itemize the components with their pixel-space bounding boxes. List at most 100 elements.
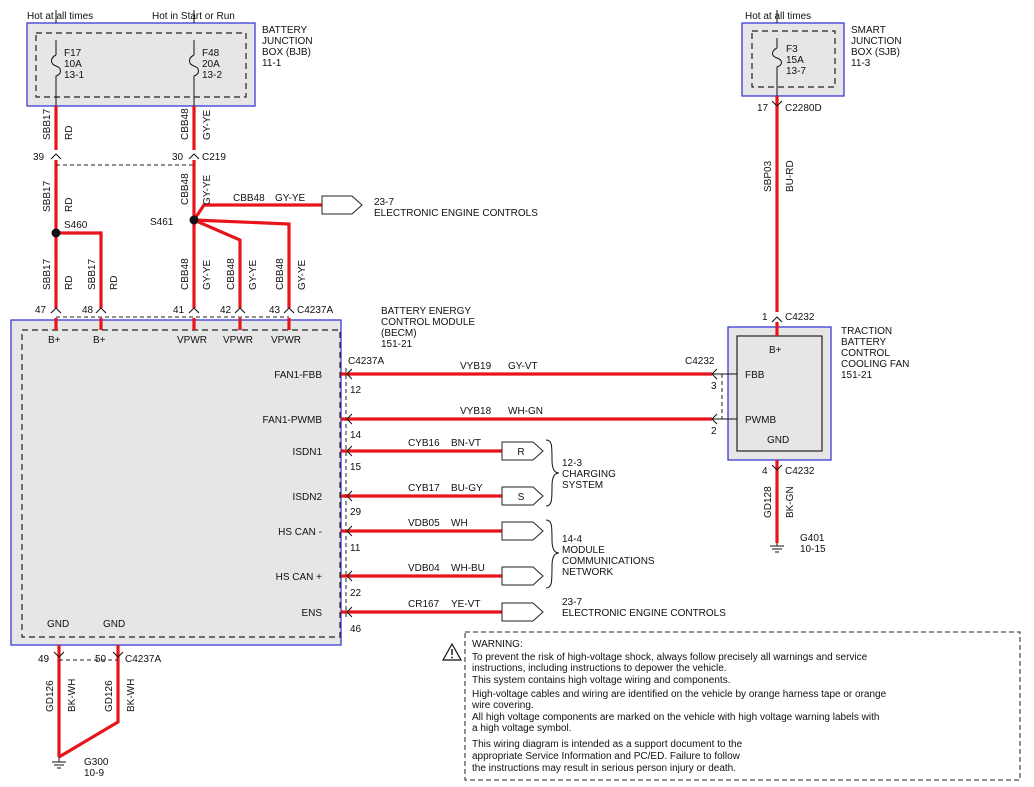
- fuse-f3-icon: [772, 38, 782, 96]
- connector-c2280d-label: C2280D: [785, 103, 822, 114]
- pin-12: 12: [350, 385, 362, 396]
- label-gyye-4: GY-YE: [248, 259, 259, 290]
- pin-43: 43: [269, 305, 281, 316]
- offpage-connectors: [501, 441, 544, 622]
- charging-label-2: SYSTEM: [562, 480, 603, 491]
- fan-pin-bplus: B+: [769, 345, 782, 356]
- becm-pin-hs-can-plus: HS CAN +: [276, 572, 323, 583]
- splice-s461-label: S461: [150, 217, 174, 228]
- warning-box: [441, 631, 1021, 781]
- offpage-tag-s: S: [518, 492, 525, 503]
- bjb-name-2: JUNCTION: [262, 36, 313, 47]
- bjb-name-3: BOX (BJB): [262, 47, 311, 58]
- becm-pin-fan1-fbb: FAN1-FBB: [274, 370, 322, 381]
- becm-name-1: BATTERY ENERGY: [381, 306, 471, 317]
- fan-ref: 151-21: [841, 370, 873, 381]
- sjb-name-3: BOX (SJB): [851, 47, 900, 58]
- connector-c2280d-pin17-icon: [771, 100, 783, 107]
- network-label-1: MODULE: [562, 545, 605, 556]
- connector-c4232-top-label: C4232: [785, 312, 815, 323]
- eec-branch-color: GY-YE: [275, 193, 306, 204]
- signal-vdb04-color: WH-BU: [451, 563, 485, 574]
- offpage-tag-r: R: [517, 447, 524, 458]
- pin-47: 47: [35, 305, 47, 316]
- warning-line-8: This wiring diagram is intended as a sup…: [472, 739, 743, 750]
- label-cbb48-3: CBB48: [180, 258, 191, 290]
- charging-ref: 12-3: [562, 458, 582, 469]
- pin-4: 4: [762, 466, 768, 477]
- pin-48: 48: [82, 305, 94, 316]
- becm-pin-gnd-2: GND: [103, 619, 125, 630]
- becm-pin-fan1-pwmb: FAN1-PWMB: [263, 415, 323, 426]
- pin-22: 22: [350, 588, 362, 599]
- eec-branch-connector-icon: [321, 195, 363, 215]
- label-burd: BU-RD: [785, 160, 796, 192]
- label-gd126-2: GD126: [104, 680, 115, 712]
- signal-vyb18-circuit: VYB18: [460, 406, 492, 417]
- connector-c4232-pin1-icon: [771, 316, 783, 323]
- label-bkwh-2: BK-WH: [126, 679, 137, 712]
- label-cbb48-2: CBB48: [180, 173, 191, 205]
- signal-cyb16-color: BN-VT: [451, 438, 481, 449]
- pin-46: 46: [350, 624, 362, 635]
- becm-pin-isdn1: ISDN1: [293, 447, 323, 458]
- signal-cyb17-circuit: CYB17: [408, 483, 440, 494]
- pin-15: 15: [350, 462, 362, 473]
- connector-c4232-bottom-label: C4232: [785, 466, 815, 477]
- connector-c4237a-label: C4237A: [297, 305, 333, 316]
- fan-pin-gnd: GND: [767, 435, 789, 446]
- pin-50: 50: [95, 654, 107, 665]
- signal-vyb19-circuit: VYB19: [460, 361, 492, 372]
- fuse-f48-icon: [189, 40, 199, 106]
- becm-pin-gnd-1: GND: [47, 619, 69, 630]
- wire-cbb48-eec: [192, 203, 322, 221]
- wire-sbb17-48: [56, 231, 103, 308]
- label-gyye-1: GY-YE: [202, 109, 213, 140]
- signal-vdb04-circuit: VDB04: [408, 563, 440, 574]
- pin-30: 30: [172, 152, 184, 163]
- becm-name-3: (BECM): [381, 328, 417, 339]
- splice-s460-icon: [51, 228, 61, 238]
- sjb-hot-label: Hot at all times: [745, 11, 811, 22]
- becm-pin-hs-can-minus: HS CAN -: [278, 527, 322, 538]
- signal-vyb18-color: WH-GN: [508, 406, 543, 417]
- label-rd-2: RD: [64, 198, 75, 212]
- label-bkgn: BK-GN: [785, 486, 796, 518]
- pin-3: 3: [711, 381, 717, 392]
- signal-cyb16-circuit: CYB16: [408, 438, 440, 449]
- becm-ref: 151-21: [381, 339, 413, 350]
- network-label-2: COMMUNICATIONS: [562, 556, 655, 567]
- label-bkwh-1: BK-WH: [67, 679, 78, 712]
- warning-line-10: the instructions may result in serious p…: [472, 763, 736, 774]
- pin-14: 14: [350, 430, 362, 441]
- connector-c219-pin30-icon: [188, 153, 200, 160]
- becm-pin-vpwr-1: VPWR: [177, 335, 207, 346]
- sjb-name-1: SMART: [851, 25, 886, 36]
- label-sbb17-2: SBB17: [42, 180, 53, 212]
- cooling-fan-module: [727, 322, 832, 461]
- pin-49: 49: [38, 654, 50, 665]
- wire-gd126-50: [58, 645, 120, 759]
- label-gyye-5: GY-YE: [297, 259, 308, 290]
- becm-pin-bplus-1: B+: [48, 335, 61, 346]
- signal-vdb05-circuit: VDB05: [408, 518, 440, 529]
- fan-name-3: CONTROL: [841, 348, 890, 359]
- label-rd-3: RD: [64, 276, 75, 290]
- wire-cbb48-43: [193, 218, 291, 308]
- fuse-f17-id: F17: [64, 48, 82, 59]
- pin-29: 29: [350, 507, 362, 518]
- warning-triangle-icon: [441, 642, 463, 661]
- bjb-name-1: BATTERY: [262, 25, 308, 36]
- eec-branch-desc: ELECTRONIC ENGINE CONTROLS: [374, 208, 538, 219]
- connector-pin49-icon: [53, 651, 65, 658]
- splice-s461-icon: [189, 215, 199, 225]
- ground-g401-ref: 10-15: [800, 544, 826, 555]
- label-rd-1: RD: [64, 126, 75, 140]
- fuse-f3-rating: 15A: [786, 55, 804, 66]
- warning-line-4: High-voltage cables and wiring are ident…: [472, 689, 887, 700]
- fuse-f48-id: F48: [202, 48, 220, 59]
- wire-cbb48-42: [193, 218, 242, 308]
- label-sbb17-3: SBB17: [42, 258, 53, 290]
- fuse-f48-rating: 20A: [202, 59, 220, 70]
- eec-desc: ELECTRONIC ENGINE CONTROLS: [562, 608, 726, 619]
